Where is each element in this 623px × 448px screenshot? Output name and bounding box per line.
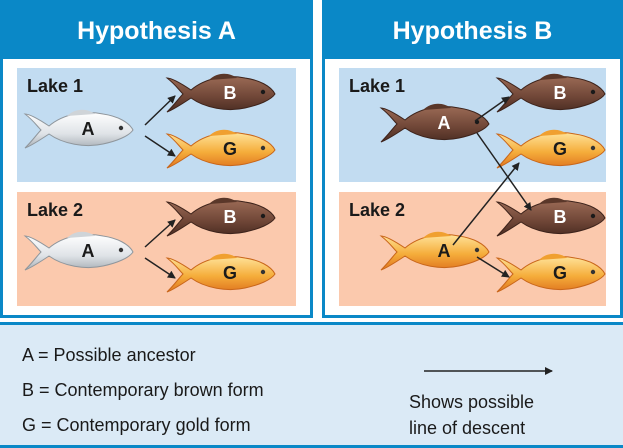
- ancestor-letter: A: [433, 241, 455, 262]
- brown-letter: B: [219, 207, 241, 228]
- ancestor-letter: A: [77, 119, 99, 140]
- brown-fish-icon: B: [495, 194, 607, 242]
- legend-arrow-icon: [422, 365, 562, 377]
- gold-letter: G: [219, 139, 241, 160]
- gold-fish-icon: G: [165, 250, 277, 298]
- gold-fish-icon: G: [495, 250, 607, 298]
- lake1-label: Lake 1: [27, 76, 83, 97]
- gold-letter: G: [549, 139, 571, 160]
- hypothesis-b-lake2: Lake 2 A B G: [339, 192, 606, 306]
- hypothesis-b-panel: Hypothesis B Lake 1 A B G Lake 2 A B G: [322, 0, 623, 318]
- brown-fish-icon: B: [165, 194, 277, 242]
- legend-arrow-line1: Shows possible: [409, 389, 534, 415]
- hypothesis-a-title: Hypothesis A: [3, 3, 310, 59]
- ancestor-letter: A: [433, 113, 455, 134]
- ancestor-fish-icon: A: [379, 100, 491, 148]
- brown-fish-icon: B: [495, 70, 607, 118]
- ancestor-letter: A: [77, 241, 99, 262]
- hypothesis-a-lake1: Lake 1 A B G: [17, 68, 296, 182]
- legend-ancestor: A = Possible ancestor: [22, 345, 196, 366]
- gold-fish-icon: G: [495, 126, 607, 174]
- ancestor-fish-icon: A: [23, 228, 135, 276]
- brown-letter: B: [549, 207, 571, 228]
- hypothesis-a-panel: Hypothesis A Lake 1 A B G Lake 2 A B: [0, 0, 313, 318]
- lake2-label: Lake 2: [27, 200, 83, 221]
- hypothesis-b-title: Hypothesis B: [325, 3, 620, 59]
- legend-gold: G = Contemporary gold form: [22, 415, 251, 436]
- hypothesis-b-lake1: Lake 1 A B G: [339, 68, 606, 182]
- ancestor-fish-icon: A: [23, 106, 135, 154]
- brown-letter: B: [219, 83, 241, 104]
- gold-letter: G: [549, 263, 571, 284]
- brown-fish-icon: B: [165, 70, 277, 118]
- legend-brown: B = Contemporary brown form: [22, 380, 264, 401]
- legend: A = Possible ancestor B = Contemporary b…: [0, 322, 623, 448]
- gold-fish-icon: G: [165, 126, 277, 174]
- gold-letter: G: [219, 263, 241, 284]
- lake2-label: Lake 2: [349, 200, 405, 221]
- hypothesis-a-lake2: Lake 2 A B G: [17, 192, 296, 306]
- lake1-label: Lake 1: [349, 76, 405, 97]
- ancestor-fish-icon: A: [379, 228, 491, 276]
- legend-arrow-line2: line of descent: [409, 415, 525, 441]
- brown-letter: B: [549, 83, 571, 104]
